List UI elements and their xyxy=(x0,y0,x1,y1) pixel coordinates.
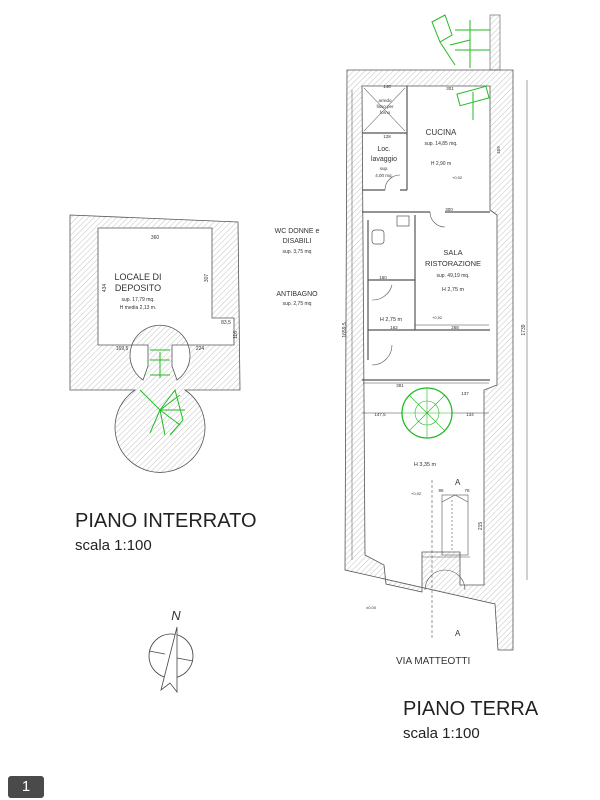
plan-label: 391 xyxy=(396,383,404,388)
room-name: DEPOSITO xyxy=(115,283,161,293)
page-number-badge: 1 xyxy=(8,776,44,798)
dim-label: 307 xyxy=(204,274,210,283)
plan-label: DISABILI xyxy=(283,238,312,245)
entrance-stair-top xyxy=(431,14,490,120)
ground-floor-scale: scala 1:100 xyxy=(403,725,480,742)
dim-label: 224 xyxy=(196,346,205,352)
plan-label: H 3,35 m xyxy=(414,462,437,468)
partitions xyxy=(362,86,490,381)
wc-fixtures xyxy=(371,215,410,245)
top-wall-fragment xyxy=(489,14,501,71)
dimension-lines xyxy=(351,80,528,580)
plan-label: 148 xyxy=(383,84,391,89)
dim-label: 116 xyxy=(233,331,239,339)
spiral-stair xyxy=(401,387,453,439)
plan-label: sup. 14,85 mq. xyxy=(424,141,457,147)
plan-label: +0,92 xyxy=(432,315,443,320)
plan-label: 147,5 xyxy=(374,412,386,417)
plan-label: +0,92 xyxy=(452,175,463,180)
plan-label: sup. 3,75 mq xyxy=(283,249,312,255)
room-labels: arredo fisso per forno Loc. lavaggio sup… xyxy=(275,98,481,638)
street-name: VIA MATTEOTTI xyxy=(396,656,471,667)
room-name: LOCALE DI xyxy=(114,272,161,282)
plan-label: sup. 49,19 mq. xyxy=(436,273,469,279)
dim-label: 360 xyxy=(151,235,160,241)
plan-label: arredo xyxy=(378,98,392,103)
plan-label: 95 xyxy=(438,488,444,493)
basement-title: PIANO INTERRATO xyxy=(75,510,257,532)
plan-label: 268 xyxy=(451,325,459,330)
plan-label: 301 xyxy=(446,86,454,91)
plan-label: ±0,00 xyxy=(366,605,377,610)
plan-label: A xyxy=(455,629,461,638)
plan-label: fisso per xyxy=(376,104,394,109)
ground-walls xyxy=(344,69,514,651)
plan-label: H 2,90 m xyxy=(431,161,451,167)
dim-label: 169,5 xyxy=(116,346,129,352)
ground-floor-title: PIANO TERRA xyxy=(403,698,539,720)
ground-dims: 301 459 300 148 128 160 162 268 391 147,… xyxy=(342,84,527,530)
plan-label: ANTIBAGNO xyxy=(276,291,318,298)
plan-label: RISTORAZIONE xyxy=(425,259,481,268)
plan-label: SALA xyxy=(443,248,462,257)
plan-label: +0,92 xyxy=(411,491,422,496)
plan-label: 78 xyxy=(464,488,470,493)
north-compass-icon: N xyxy=(148,608,194,694)
storage-cross xyxy=(363,87,406,132)
plan-label: 300 xyxy=(445,207,453,212)
plan-label: 4,00 mq. xyxy=(375,173,393,178)
plan-label: forno xyxy=(380,110,391,115)
plan-label: 215 xyxy=(478,522,484,531)
basement-scale: scala 1:100 xyxy=(75,537,152,554)
plan-label: 160 xyxy=(379,275,387,280)
plan-label: 1739 xyxy=(521,324,527,335)
plan-label: CUCINA xyxy=(426,128,457,137)
plan-label: A xyxy=(455,478,461,487)
plan-label: sup. xyxy=(380,166,389,171)
plan-label: H 2,75 m xyxy=(442,287,465,293)
plan-label: H 2,75 m xyxy=(380,317,403,323)
plan-label: lavaggio xyxy=(371,156,397,163)
room-area: sup. 17,79 mq. xyxy=(121,297,154,303)
ground-floor-plan: arredo fisso per forno Loc. lavaggio sup… xyxy=(275,14,528,651)
plan-label: 162 xyxy=(390,325,398,330)
basement-spiral-stair xyxy=(139,349,185,436)
plan-label: 1659,5 xyxy=(342,322,348,338)
plan-label: WC DONNE e xyxy=(275,228,320,235)
entrance-ramp xyxy=(422,480,470,640)
plan-label: 137 xyxy=(461,391,469,396)
dim-label: 83,5 xyxy=(221,320,231,326)
north-label: N xyxy=(171,608,181,623)
plan-label: sup. 2,75 mq xyxy=(283,301,312,307)
dim-label: 434 xyxy=(102,284,108,293)
basement-walls xyxy=(69,214,241,473)
plan-label: 459 xyxy=(496,146,501,154)
room-height: H media 2,13 m. xyxy=(120,305,157,311)
plan-label: Loc. xyxy=(377,146,390,153)
plan-label: 128 xyxy=(383,134,391,139)
basement-plan: 360 434 307 83,5 116 169,5 224 LOCALE DI… xyxy=(69,214,241,473)
plan-label: 134 xyxy=(466,412,474,417)
